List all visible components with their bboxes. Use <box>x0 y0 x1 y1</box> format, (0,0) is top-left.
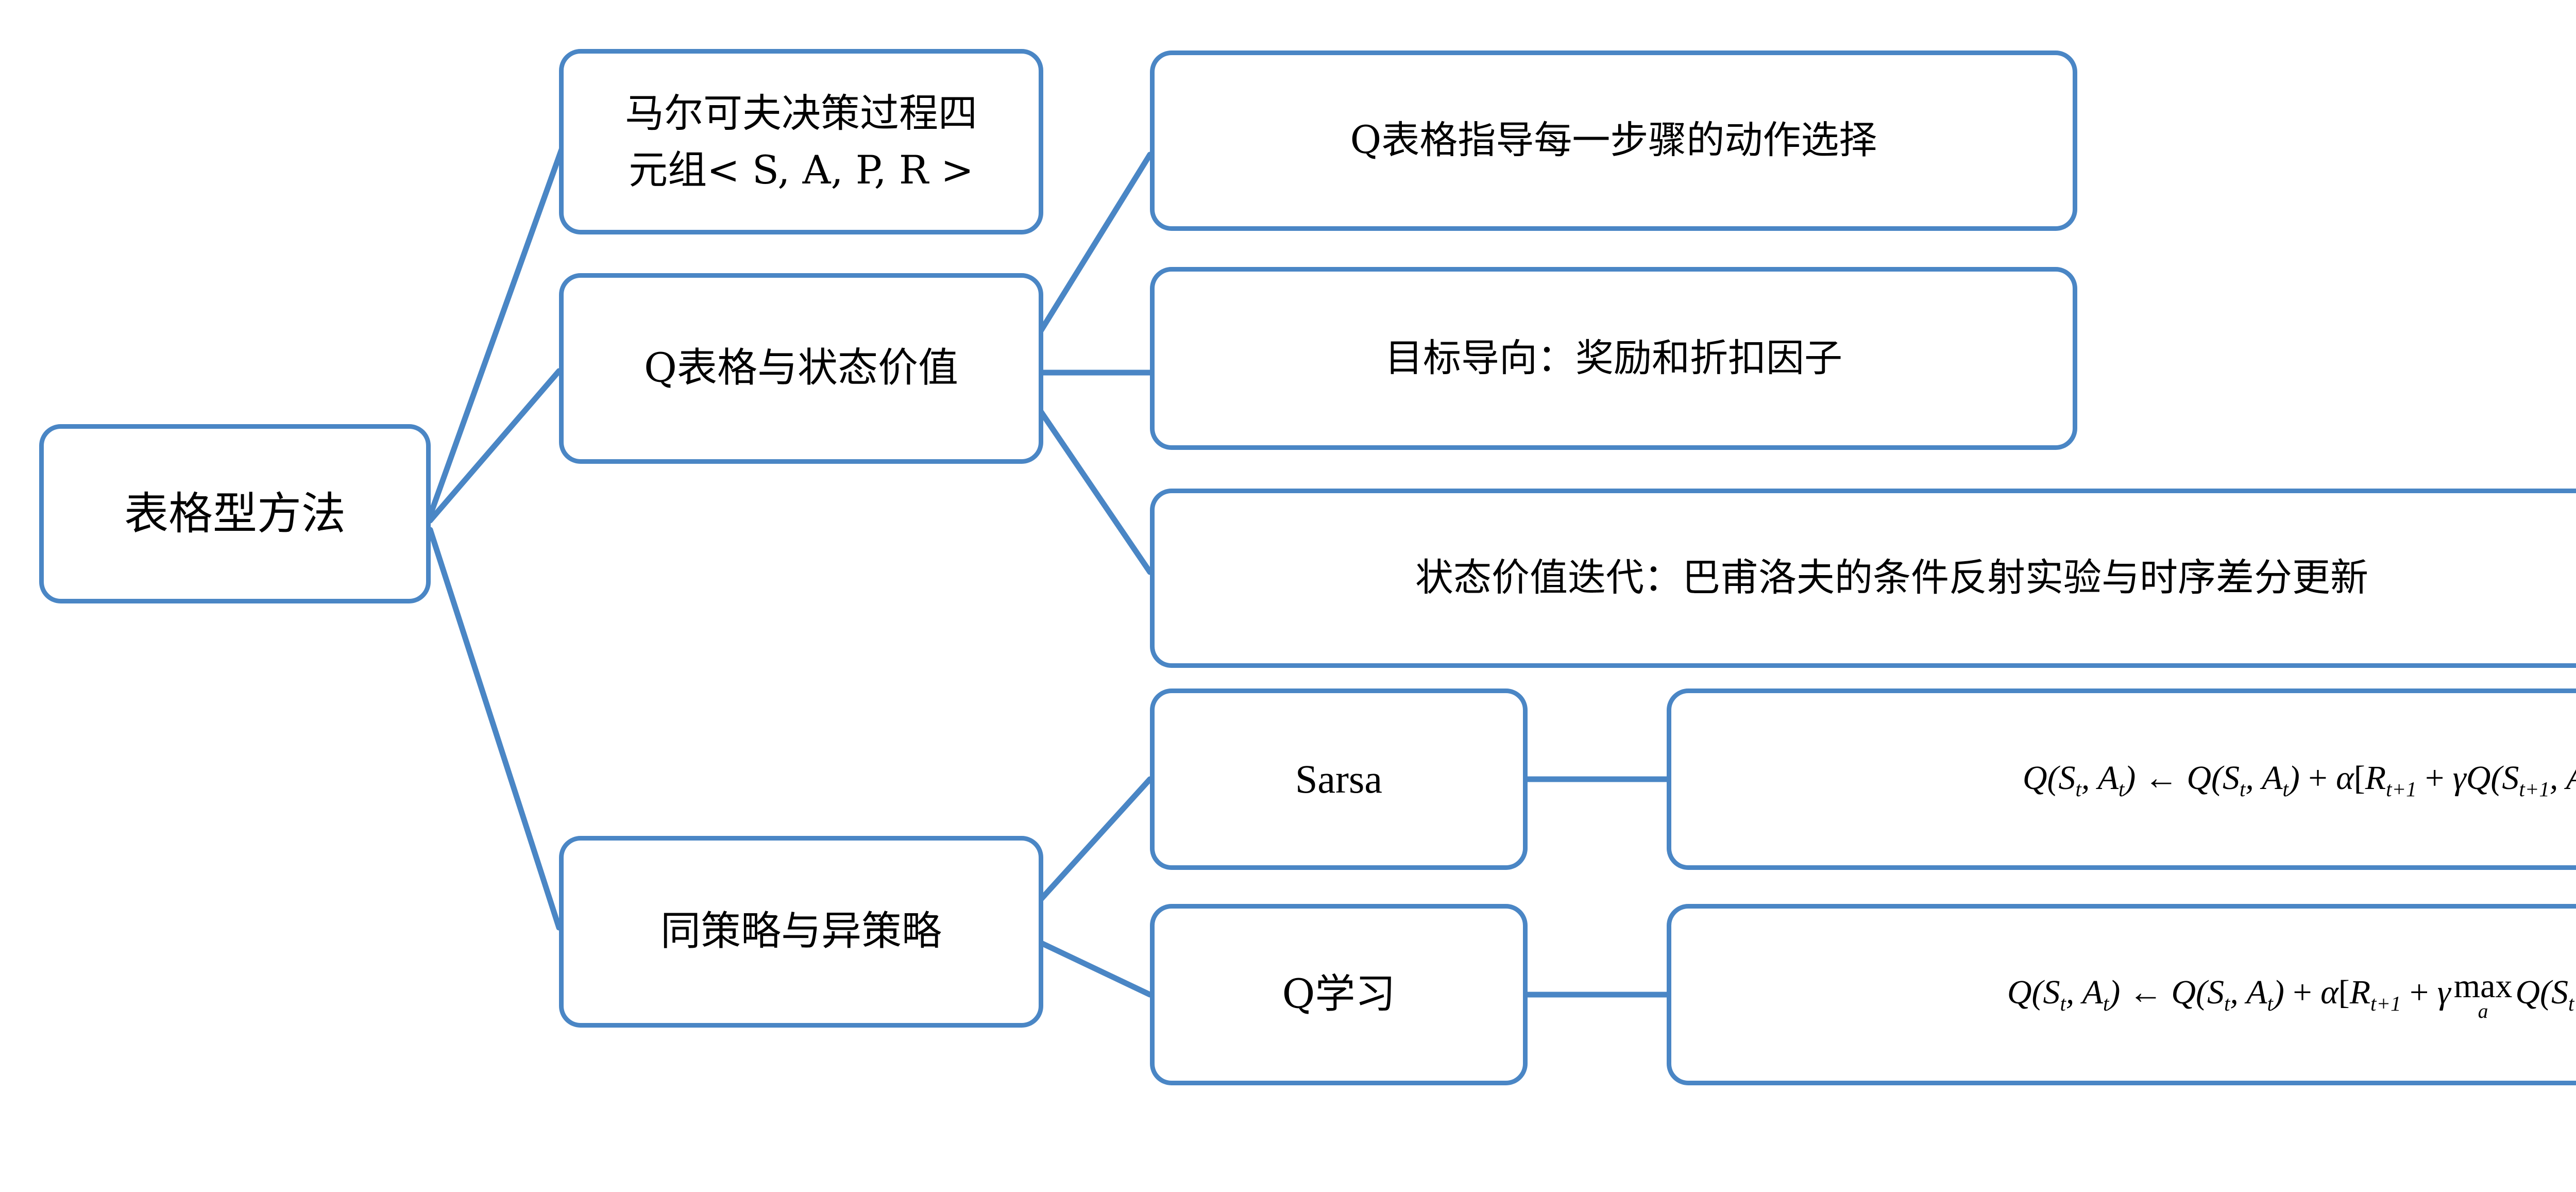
node-qtable-state-value[interactable]: Q表格与状态价值 <box>559 273 1043 464</box>
node-mdp[interactable]: 马尔可夫决策过程四 元组< S, A, P, R > <box>559 49 1043 234</box>
connector-root-to-mdp <box>427 146 565 518</box>
node-root-label: 表格型方法 <box>124 488 346 540</box>
node-value-iteration-label: 状态价值迭代：巴甫洛夫的条件反射实验与时序差分更新 <box>1415 556 2368 600</box>
sarsa-formula-expression: Q(St, At) ← Q(St, At) + α[Rt+1 + γQ(St+1… <box>2022 759 2576 801</box>
node-mdp-line2: 元组< S, A, P, R > <box>629 147 974 193</box>
node-q-learning-label: Q学习 <box>1282 971 1396 1018</box>
node-qtable-state-value-label: Q表格与状态价值 <box>644 345 958 392</box>
node-action-selection[interactable]: Q表格指导每一步骤的动作选择 <box>1150 51 2077 231</box>
node-root[interactable]: 表格型方法 <box>39 424 431 603</box>
node-sarsa[interactable]: Sarsa <box>1150 689 1528 870</box>
node-on-off-policy[interactable]: 同策略与异策略 <box>559 836 1043 1028</box>
node-goal-oriented-label: 目标导向：奖励和折扣因子 <box>1385 335 1842 380</box>
node-value-iteration[interactable]: 状态价值迭代：巴甫洛夫的条件反射实验与时序差分更新 <box>1150 489 2576 668</box>
node-action-selection-label: Q表格指导每一步骤的动作选择 <box>1350 118 1877 163</box>
connector-root-to-onoff <box>427 527 562 931</box>
node-sarsa-formula[interactable]: Q(St, At) ← Q(St, At) + α[Rt+1 + γQ(St+1… <box>1667 689 2576 870</box>
node-sarsa-label: Sarsa <box>1295 757 1382 802</box>
node-on-off-policy-label: 同策略与异策略 <box>660 908 942 955</box>
connector-root-to-qtable <box>427 368 562 524</box>
node-goal-oriented[interactable]: 目标导向：奖励和折扣因子 <box>1150 267 2077 450</box>
node-mdp-line1: 马尔可夫决策过程四 <box>625 90 977 136</box>
node-q-learning[interactable]: Q学习 <box>1150 904 1528 1085</box>
